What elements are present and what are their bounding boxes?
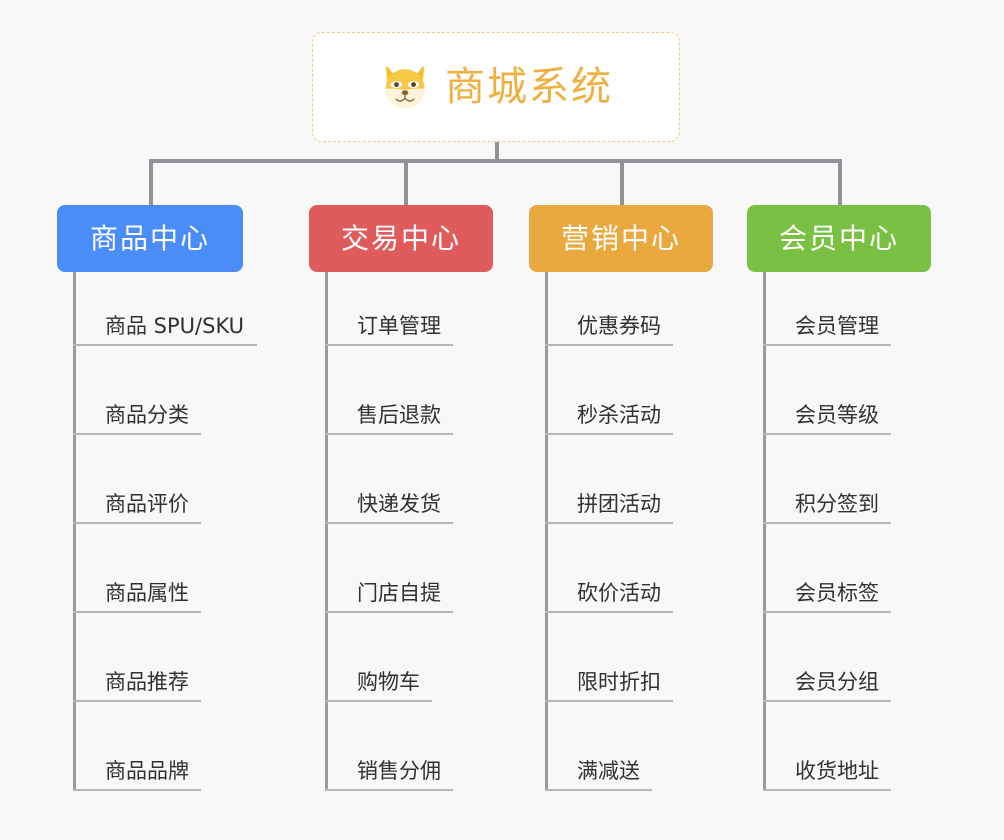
leaf-item-underline [763, 789, 891, 791]
leaf-item-label: 快递发货 [357, 492, 441, 516]
category-header-marketing[interactable]: 营销中心 [529, 205, 713, 272]
leaf-item-underline [73, 700, 201, 702]
leaf-item-underline [325, 789, 453, 791]
leaf-item-underline [763, 611, 891, 613]
leaf-item-underline [73, 433, 201, 435]
leaf-item[interactable]: 会员管理 [763, 310, 897, 346]
category-header-label: 会员中心 [778, 221, 899, 255]
leaf-item[interactable]: 限时折扣 [545, 666, 679, 702]
category-header-member[interactable]: 会员中心 [747, 205, 931, 272]
leaf-item-underline [763, 522, 891, 524]
leaf-spine [73, 272, 76, 791]
leaf-item-label: 订单管理 [357, 314, 441, 338]
leaf-item-underline [325, 433, 453, 435]
leaf-item-label: 拼团活动 [577, 492, 661, 516]
root-node-content: 商城系统 [379, 61, 613, 113]
leaf-item-label: 会员管理 [795, 314, 879, 338]
leaf-item-underline [545, 611, 673, 613]
category-header-product[interactable]: 商品中心 [57, 205, 243, 272]
leaf-item[interactable]: 商品属性 [73, 577, 207, 613]
leaf-item-underline [545, 789, 652, 791]
leaf-item[interactable]: 会员分组 [763, 666, 897, 702]
category-header-label: 商品中心 [89, 221, 210, 255]
leaf-item-label: 销售分佣 [357, 759, 441, 783]
leaf-item-label: 商品评价 [105, 492, 189, 516]
category-header-label: 营销中心 [560, 221, 681, 255]
shiba-dog-face-icon [385, 65, 425, 109]
leaf-item[interactable]: 商品评价 [73, 488, 207, 524]
leaf-item[interactable]: 拼团活动 [545, 488, 679, 524]
leaf-item-label: 会员等级 [795, 403, 879, 427]
leaf-item[interactable]: 商品品牌 [73, 755, 207, 791]
leaf-item[interactable]: 门店自提 [325, 577, 459, 613]
connector-drop-1 [149, 159, 153, 205]
leaf-item[interactable]: 售后退款 [325, 399, 459, 435]
connector-drop-3 [620, 159, 624, 205]
leaf-item[interactable]: 会员等级 [763, 399, 897, 435]
connector-horizontal-bus [149, 159, 840, 163]
category-header-trade[interactable]: 交易中心 [309, 205, 493, 272]
leaf-item-label: 限时折扣 [577, 670, 661, 694]
leaf-item-underline [73, 611, 201, 613]
leaf-item-underline [545, 522, 673, 524]
leaf-item-label: 秒杀活动 [577, 403, 661, 427]
leaf-item-label: 会员分组 [795, 670, 879, 694]
leaf-item-underline [73, 789, 201, 791]
leaf-item-label: 购物车 [357, 670, 420, 694]
leaf-item-underline [545, 700, 673, 702]
leaf-item-label: 满减送 [577, 759, 640, 783]
leaf-item-underline [73, 344, 257, 346]
leaf-item[interactable]: 会员标签 [763, 577, 897, 613]
leaf-item[interactable]: 满减送 [545, 755, 658, 791]
leaf-item-underline [325, 344, 453, 346]
leaf-item[interactable]: 购物车 [325, 666, 438, 702]
leaf-item-label: 砍价活动 [577, 581, 661, 605]
root-node[interactable]: 商城系统 [312, 32, 680, 142]
leaf-item-label: 会员标签 [795, 581, 879, 605]
leaf-item-underline [325, 700, 432, 702]
leaf-item[interactable]: 优惠券码 [545, 310, 679, 346]
leaf-item-underline [763, 433, 891, 435]
leaf-item-underline [763, 700, 891, 702]
leaf-item-underline [545, 433, 673, 435]
leaf-item[interactable]: 商品推荐 [73, 666, 207, 702]
leaf-item-label: 门店自提 [357, 581, 441, 605]
leaf-item-label: 商品推荐 [105, 670, 189, 694]
leaf-item[interactable]: 销售分佣 [325, 755, 459, 791]
connector-root-stub [495, 142, 499, 161]
leaf-item-underline [763, 344, 891, 346]
connector-drop-4 [838, 159, 842, 205]
leaf-item-underline [73, 522, 201, 524]
leaf-item-label: 商品属性 [105, 581, 189, 605]
leaf-item[interactable]: 积分签到 [763, 488, 897, 524]
category-header-label: 交易中心 [340, 221, 461, 255]
leaf-item-label: 优惠券码 [577, 314, 661, 338]
leaf-item[interactable]: 砍价活动 [545, 577, 679, 613]
leaf-item[interactable]: 收货地址 [763, 755, 897, 791]
leaf-item-underline [325, 522, 453, 524]
leaf-item-label: 商品 SPU/SKU [105, 314, 245, 338]
leaf-item[interactable]: 订单管理 [325, 310, 459, 346]
leaf-item-label: 售后退款 [357, 403, 441, 427]
root-node-title: 商城系统 [445, 64, 613, 110]
leaf-item[interactable]: 商品 SPU/SKU [73, 310, 263, 346]
leaf-spine [325, 272, 328, 791]
leaf-item[interactable]: 快递发货 [325, 488, 459, 524]
connector-drop-2 [404, 159, 408, 205]
leaf-spine [545, 272, 548, 791]
leaf-item-underline [325, 611, 453, 613]
leaf-spine [763, 272, 766, 791]
leaf-item-label: 收货地址 [795, 759, 879, 783]
leaf-item-label: 积分签到 [795, 492, 879, 516]
leaf-item-underline [545, 344, 673, 346]
leaf-item[interactable]: 秒杀活动 [545, 399, 679, 435]
leaf-item-label: 商品品牌 [105, 759, 189, 783]
leaf-item[interactable]: 商品分类 [73, 399, 207, 435]
leaf-item-label: 商品分类 [105, 403, 189, 427]
